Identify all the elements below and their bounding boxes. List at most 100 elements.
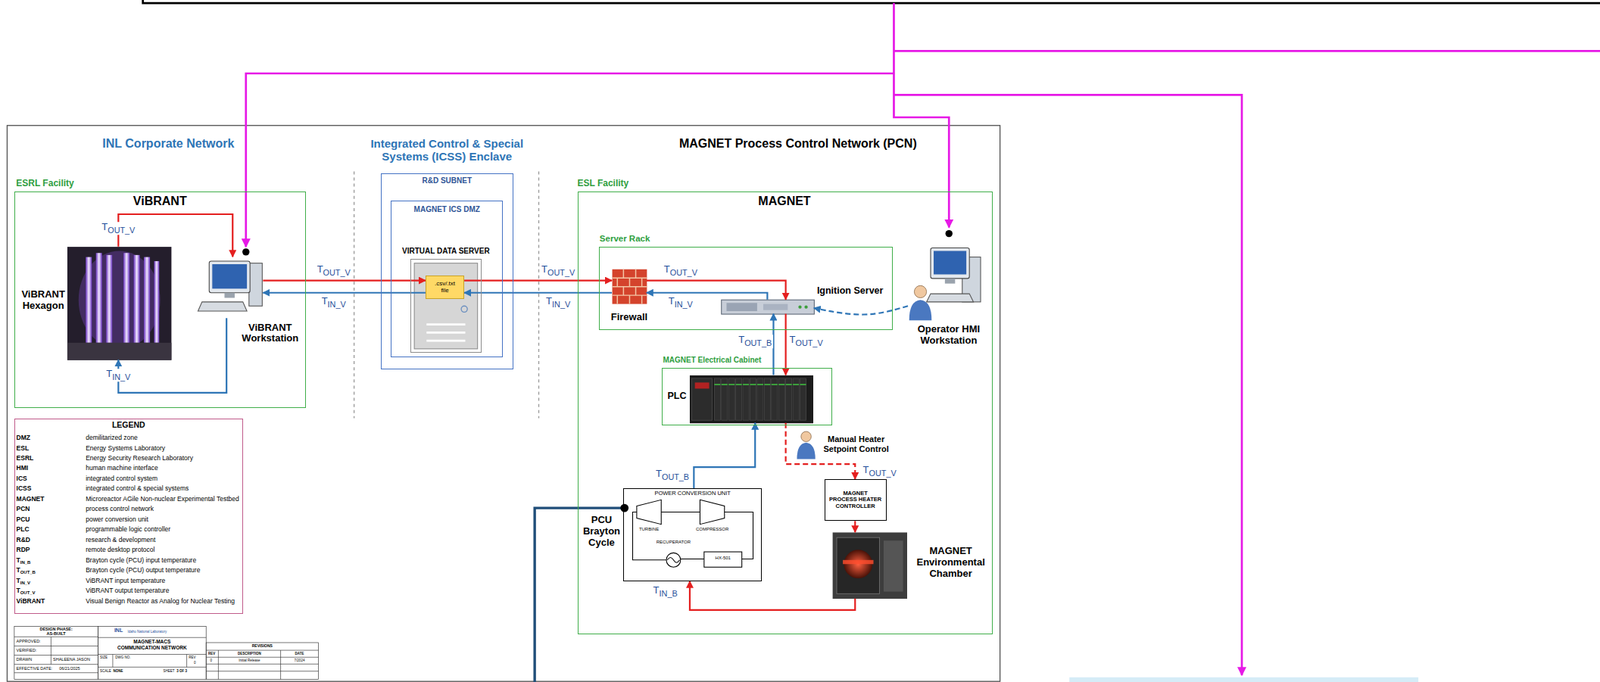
environmental-chamber-photo — [832, 532, 908, 599]
zone-heading: INL Corporate Network — [102, 137, 234, 151]
title-block-text: APPROVED: — [16, 639, 41, 644]
signal-label: TOUT_V — [788, 335, 825, 350]
legend-abbreviation: ESRL — [16, 455, 35, 463]
dmz-box: MAGNET ICS DMZ VIRTUAL DATA SERVER.csv/.t… — [390, 200, 503, 357]
legend-abbreviation: R&D — [16, 536, 31, 545]
vibrant-hexagon-photo — [143, 257, 150, 344]
vibrant-hexagon-photo — [67, 246, 172, 361]
node-label: Ignition Server — [817, 285, 884, 297]
drawing-frame — [6, 125, 1000, 682]
legend-abbreviation: TIN_V — [16, 577, 31, 586]
title-block-text: SCALE — [99, 669, 112, 674]
legend-abbreviation: HMI — [16, 464, 29, 473]
title-block-text: SIZE — [99, 655, 108, 660]
connection-dot — [945, 230, 953, 238]
node-label: Firewall — [611, 311, 648, 324]
manual-control-note: Manual Heater Setpoint Control — [821, 434, 892, 454]
brayton-cycle-schematic — [666, 552, 681, 568]
node-label: MAGNET ICS DMZ — [414, 205, 481, 215]
signal-label: TOUT_V — [662, 265, 699, 279]
drawing-frame — [6, 125, 1000, 682]
connection-dot — [242, 230, 953, 256]
node-label: ViBRANT Workstation — [241, 322, 299, 346]
title-block-text: MAGNET-MACS COMMUNICATION NETWORK — [114, 639, 191, 651]
remote-access-line — [893, 49, 1600, 53]
legend-abbreviation: PLC — [16, 526, 30, 534]
vibrant-hexagon-photo — [106, 255, 113, 344]
ignition-server-rack — [726, 302, 757, 312]
title-block-grid — [97, 637, 206, 668]
server-box: VIRTUAL DATA SERVER.csv/.txt file — [410, 258, 482, 353]
signal-label: TIN_B — [651, 585, 680, 599]
ignition-server-rack — [763, 304, 788, 311]
brayton-cycle-schematic — [699, 499, 724, 524]
title-block-text: 7/2024 — [294, 658, 306, 663]
vibrant-hexagon-photo — [123, 252, 130, 344]
external-feed-line — [534, 504, 629, 682]
external-boundary-line — [143, 0, 1600, 4]
title-block-text: 0 — [193, 661, 197, 665]
heater-controller: MAGNET PROCESS HEATER CONTROLLER — [824, 479, 887, 521]
operator-workstation-icon — [926, 293, 974, 303]
ignition-server-rack — [804, 305, 808, 309]
legend-definition: process control network — [85, 505, 154, 514]
title-block-text: 06/21/2025 — [59, 666, 81, 671]
title-block-text: REV — [188, 655, 196, 660]
facility-zone: ESRL FacilityViBRANTViBRANT HexagonViBRA… — [14, 191, 306, 409]
node-label: MAGNET Electrical Cabinet — [662, 355, 762, 365]
signal-label: TIN_V — [320, 296, 348, 310]
operator-workstation-icon — [909, 247, 981, 321]
signal-label: TOUT_V — [539, 265, 577, 279]
node-label: Server Rack — [599, 233, 651, 244]
brayton-cycle-schematic — [704, 552, 743, 568]
node-label: .csv/.txt file — [433, 280, 457, 294]
workstation-icon — [197, 302, 247, 312]
hmi-workstation: Operator HMI Workstation — [907, 244, 985, 322]
operator-person-icon — [796, 431, 815, 459]
workstation-icon — [224, 293, 234, 299]
environmental-chamber-photo — [836, 537, 880, 594]
signal-connector — [646, 293, 768, 300]
zone-title: ViBRANT — [133, 194, 188, 209]
title-block-text: DRAWN — [16, 657, 33, 662]
virtual-server-icon — [426, 323, 465, 326]
signal-label: TOUT_V — [99, 221, 137, 236]
node-label: ViBRANT Hexagon — [21, 289, 66, 312]
legend-definition: demilitarized zone — [85, 434, 138, 443]
data-file: .csv/.txt file — [425, 275, 465, 300]
title-block-text: AS-BUILT — [46, 631, 66, 637]
plc-hardware — [714, 383, 806, 386]
workstation-icon — [208, 261, 250, 294]
operator-workstation-icon — [945, 278, 955, 284]
remote-access-line — [246, 73, 895, 247]
legend-abbreviation: ICS — [16, 475, 28, 484]
vibrant-hexagon-photo — [134, 255, 141, 344]
operator-person-icon — [796, 442, 815, 460]
brayton-cycle-schematic — [632, 499, 753, 568]
title-block-text: Idaho National Laboratory — [127, 630, 167, 634]
operator-person-icon — [801, 431, 811, 442]
rack-box: Server RackFirewallIgnition Server — [598, 246, 893, 331]
title-block-text: EFFECTIVE DATE: — [16, 666, 54, 671]
legend-definition: programmable logic controller — [85, 526, 171, 534]
vibrant-hexagon-photo — [67, 246, 172, 361]
firewall: Firewall — [611, 268, 647, 304]
signal-connector — [262, 292, 426, 294]
zone-heading: Integrated Control & Special Systems (IC… — [358, 137, 535, 164]
legend-abbreviation: ICSS — [16, 485, 32, 493]
node-label: PCU Brayton Cycle — [583, 514, 621, 549]
title-block-text: 0 — [210, 658, 213, 663]
legend-definition: integrated control system — [85, 475, 158, 484]
workstation-icon — [249, 263, 263, 307]
brayton-cycle-schematic — [632, 511, 666, 560]
title-block-text: 3 OF 3 — [176, 669, 188, 674]
title-block-text: SHALEENA JASON — [53, 657, 91, 662]
title-block-text: NONE — [113, 669, 124, 674]
brayton-cycle-schematic — [636, 499, 662, 524]
virtual-server-icon — [461, 305, 468, 312]
signal-label: TIN_V — [104, 368, 132, 383]
workstation-icon — [212, 264, 247, 289]
signal-connector — [689, 581, 855, 611]
legend-abbreviation: ViBRANT — [16, 598, 46, 606]
